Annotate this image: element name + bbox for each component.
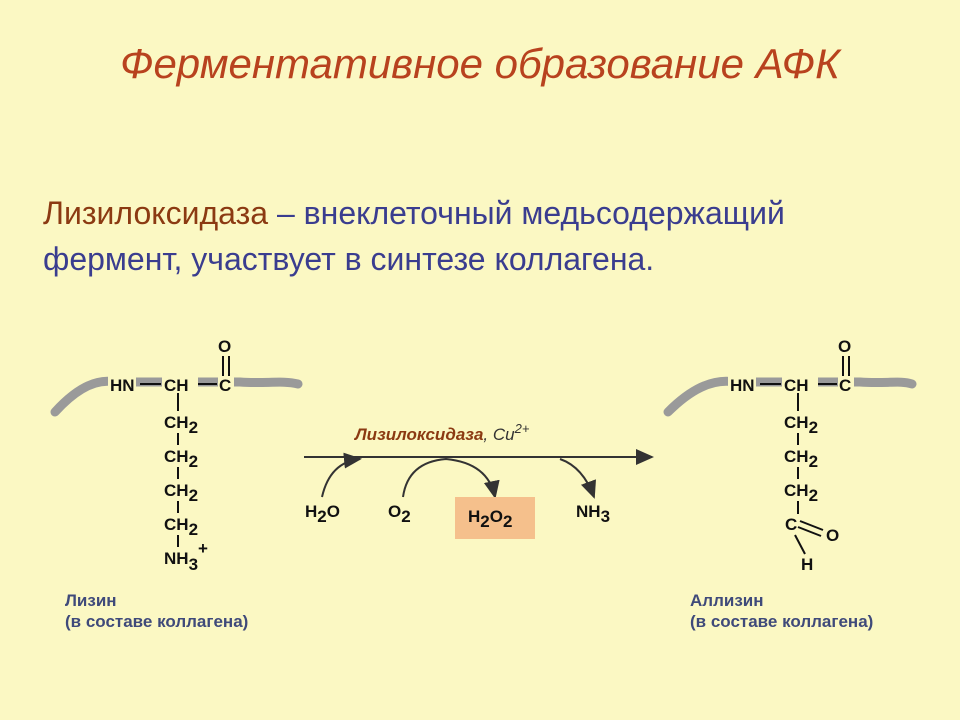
allysine-ch2-3: CH2: [784, 481, 818, 505]
ammonia-out-arrow: [559, 458, 596, 499]
slide-title: Ферментативное образование АФК: [120, 40, 840, 87]
allysine-aldehyde-c: C: [785, 515, 797, 534]
lysine-ch2-3: CH2: [164, 481, 198, 505]
lysine-caption-note: (в составе коллагена): [65, 612, 248, 631]
allysine-ch2-2: CH2: [784, 447, 818, 471]
reaction-arrow-group: Лизилоксидаза, Cu2+ H2O O2 H2O2 NH3: [304, 421, 654, 539]
allysine-ch2-1: CH2: [784, 413, 818, 437]
allysine-aldehyde-o: O: [826, 526, 839, 545]
allysine-c: C: [839, 376, 851, 395]
description-rest: – внеклеточный медьсодержащий фермент, у…: [43, 195, 785, 277]
lysine-nh3: NH3+: [164, 539, 208, 574]
product-peroxide: H2O2: [468, 507, 512, 531]
allysine-hn: HN: [730, 376, 755, 395]
lysine-structure: HN CH C O CH2 CH2 CH2 CH2 NH3+ Лизин (в …: [50, 337, 303, 631]
allysine-carbonyl-o: O: [838, 337, 851, 356]
reactant-oxygen: O2: [388, 502, 411, 526]
lysine-ch: CH: [164, 376, 189, 395]
description-term: Лизилоксидаза: [43, 195, 269, 231]
allysine-ch: CH: [784, 376, 809, 395]
lysine-ch2-4: CH2: [164, 515, 198, 539]
allysine-caption-name: Аллизин: [690, 591, 764, 610]
lysine-c: C: [219, 376, 231, 395]
enzyme-label: Лизилоксидаза, Cu2+: [353, 421, 530, 444]
lysine-ch2-2: CH2: [164, 447, 198, 471]
reactant-water: H2O: [305, 502, 340, 526]
lysine-ch2-1: CH2: [164, 413, 198, 437]
lysine-hn: HN: [110, 376, 135, 395]
water-in-arrow: [321, 452, 362, 498]
allysine-aldehyde-h: H: [801, 555, 813, 574]
lysine-carbonyl-o: O: [218, 337, 231, 356]
lysine-caption-name: Лизин: [65, 591, 117, 610]
peroxide-box: [455, 497, 535, 539]
product-ammonia: NH3: [576, 502, 610, 526]
allysine-caption-note: (в составе коллагена): [690, 612, 873, 631]
description-paragraph: Лизилоксидаза – внеклеточный медьсодержа…: [43, 190, 923, 282]
allysine-structure: HN CH C O CH2 CH2 CH2 C O H Аллизин (в с…: [663, 337, 917, 631]
oxygen-peroxide-arrow: [402, 457, 500, 499]
